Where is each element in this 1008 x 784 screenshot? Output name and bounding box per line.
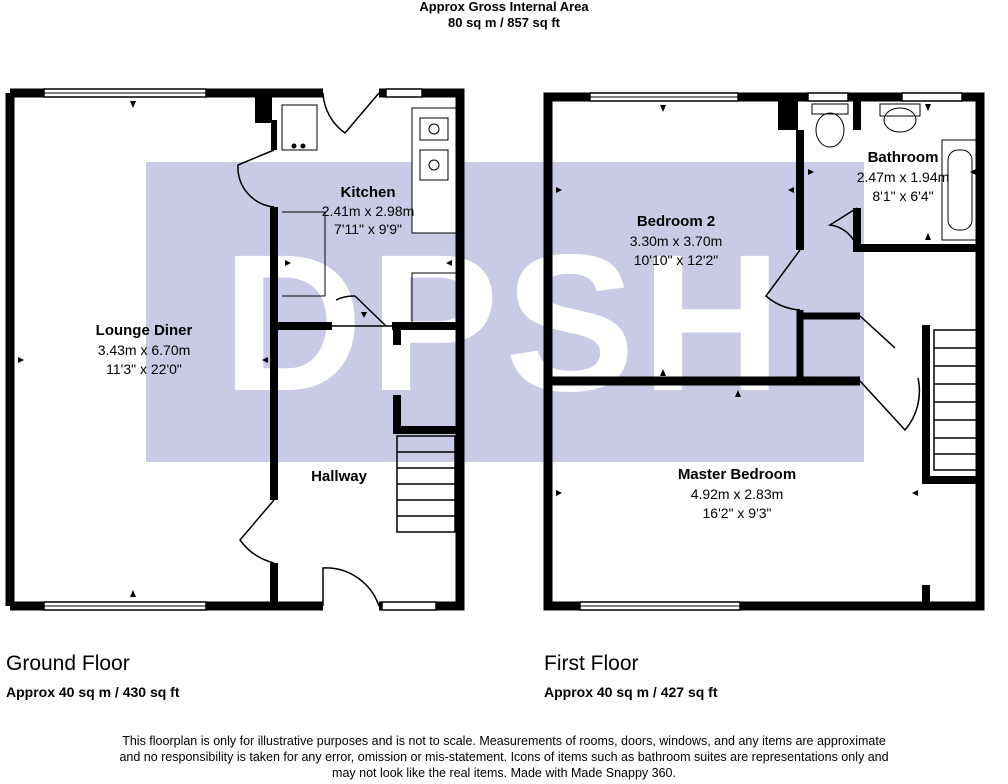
ground-floor-area: Approx 40 sq m / 430 sq ft bbox=[6, 684, 180, 700]
lounge-name: Lounge Diner bbox=[96, 322, 193, 339]
first-floor-area: Approx 40 sq m / 427 sq ft bbox=[544, 684, 718, 700]
disclaimer-line-2: and no responsibility is taken for any e… bbox=[119, 750, 889, 764]
master-imperial: 16'2" x 9'3" bbox=[703, 505, 772, 521]
watermark: DPSH bbox=[146, 162, 864, 462]
kitchen-imperial: 7'11" x 9'9" bbox=[334, 221, 402, 237]
disclaimer-line-3: may not look like the real items. Made w… bbox=[332, 766, 676, 780]
ground-floor-plan bbox=[5, 88, 465, 611]
disclaimer-line-1: This floorplan is only for illustrative … bbox=[122, 734, 886, 748]
bedroom2-metric: 3.30m x 3.70m bbox=[630, 233, 723, 249]
kitchen-name: Kitchen bbox=[340, 184, 395, 201]
first-windows bbox=[579, 92, 963, 611]
ground-markers bbox=[18, 101, 452, 597]
first-doors bbox=[764, 207, 921, 432]
disclaimer: This floorplan is only for illustrative … bbox=[50, 733, 958, 781]
watermark-band bbox=[146, 162, 864, 462]
master-metric: 4.92m x 2.83m bbox=[691, 486, 784, 502]
bedroom2-name: Bedroom 2 bbox=[637, 213, 715, 230]
ground-windows bbox=[43, 88, 437, 611]
first-stairs bbox=[933, 329, 979, 471]
stair-wall bbox=[393, 395, 456, 434]
bathroom-imperial: 8'1" x 6'4" bbox=[872, 188, 933, 204]
kitchen-units bbox=[281, 104, 457, 324]
hallway-name: Hallway bbox=[311, 468, 368, 485]
first-markers bbox=[556, 104, 976, 496]
bedroom2-imperial: 10'10" x 12'2" bbox=[634, 252, 719, 268]
total-area: 80 sq m / 857 sq ft bbox=[448, 15, 560, 30]
room-labels: Lounge Diner 3.43m x 6.70m 11'3" x 22'0"… bbox=[96, 149, 950, 521]
bathroom-name: Bathroom bbox=[868, 149, 939, 166]
bathroom-suite bbox=[811, 103, 977, 241]
lounge-imperial: 11'3" x 22'0" bbox=[106, 361, 182, 377]
master-name: Master Bedroom bbox=[678, 466, 796, 483]
chimney-first bbox=[778, 97, 798, 130]
first-floor-title: First Floor bbox=[544, 652, 639, 675]
ground-doors bbox=[237, 92, 392, 607]
chimney-ground bbox=[255, 93, 272, 123]
bathroom-metric: 2.47m x 1.94m bbox=[857, 169, 950, 185]
lounge-metric: 3.43m x 6.70m bbox=[98, 342, 191, 358]
ground-stairs bbox=[396, 435, 456, 533]
first-floor-plan bbox=[543, 92, 985, 611]
area-title: Approx Gross Internal Area bbox=[419, 0, 589, 14]
ground-floor-title: Ground Floor bbox=[6, 652, 130, 675]
kitchen-metric: 2.41m x 2.98m bbox=[322, 203, 415, 219]
